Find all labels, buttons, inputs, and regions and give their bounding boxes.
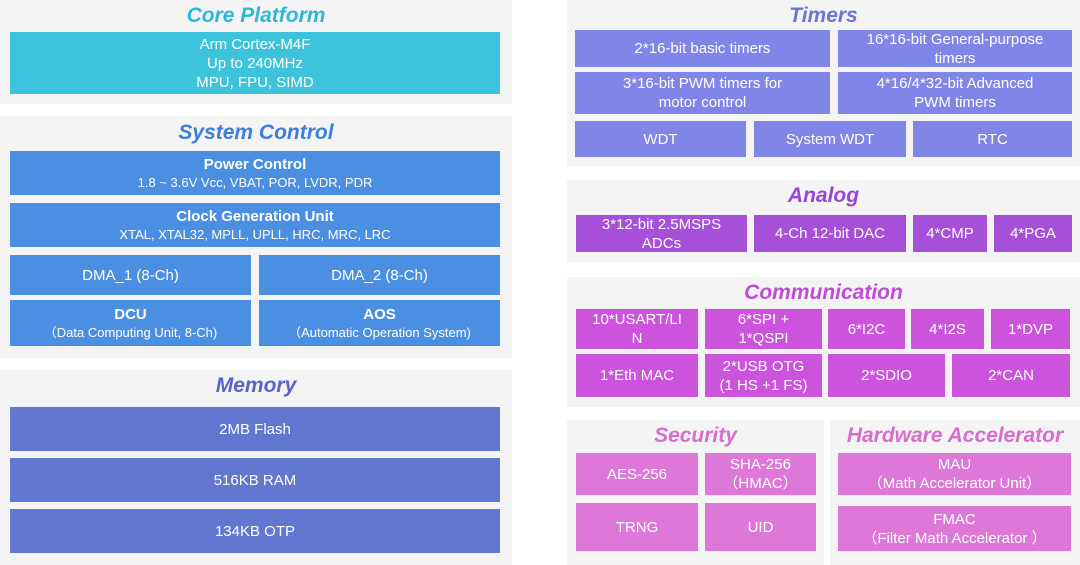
general-timers-block: 16*16-bit General-purpose timers [838, 30, 1072, 67]
mau-name: MAU [937, 456, 972, 473]
system-control-title: System Control [178, 121, 334, 144]
dcu-detail: （Data Computing Unit, 8-Ch) [43, 325, 218, 340]
fmac-block: FMAC （Filter Math Accelerator ） [838, 506, 1071, 551]
usart-block: 10*USART/LI N [576, 309, 698, 349]
rtc-block: RTC [913, 121, 1072, 157]
communication-title: Communication [744, 281, 903, 304]
pga-block: 4*PGA [994, 215, 1072, 252]
clock-generation-name: Clock Generation Unit [176, 208, 334, 225]
aes-block: AES-256 [576, 453, 698, 495]
fmac-detail: （Filter Math Accelerator ） [862, 529, 1047, 547]
security-title: Security [654, 424, 737, 447]
memory-panel: Memory 2MB Flash 516KB RAM 134KB OTP [0, 370, 512, 565]
pwm-timers-block: 3*16-bit PWM timers for motor control [575, 72, 830, 114]
hardware-accelerator-panel: Hardware Accelerator MAU （Math Accelerat… [830, 420, 1080, 565]
sha-block: SHA-256 （HMAC） [705, 453, 816, 495]
trng-block: TRNG [576, 503, 698, 551]
core-platform-title: Core Platform [186, 4, 326, 27]
aos-name: AOS [363, 306, 396, 323]
system-wdt-block: System WDT [754, 121, 906, 157]
aos-block: AOS （Automatic Operation System) [259, 300, 500, 346]
uid-block: UID [705, 503, 816, 551]
timers-panel: Timers 2*16-bit basic timers 16*16-bit G… [567, 0, 1080, 166]
communication-panel: Communication 10*USART/LI N 6*SPI + 1*QS… [567, 277, 1080, 407]
dma2-block: DMA_2 (8-Ch) [259, 255, 500, 295]
timers-title: Timers [789, 4, 858, 27]
dvp-block: 1*DVP [991, 309, 1070, 349]
system-control-panel: System Control Power Control 1.8 ~ 3.6V … [0, 116, 512, 358]
flash-block: 2MB Flash [10, 407, 500, 451]
usb-block: 2*USB OTG (1 HS +1 FS) [705, 354, 822, 397]
adc-block: 3*12-bit 2.5MSPS ADCs [576, 215, 747, 252]
dma1-block: DMA_1 (8-Ch) [10, 255, 251, 295]
sdio-block: 2*SDIO [828, 354, 945, 397]
power-control-block: Power Control 1.8 ~ 3.6V Vcc, VBAT, POR,… [10, 151, 500, 195]
aos-detail: （Automatic Operation System) [288, 325, 471, 340]
clock-generation-detail: XTAL, XTAL32, MPLL, UPLL, HRC, MRC, LRC [119, 227, 391, 242]
wdt-block: WDT [575, 121, 746, 157]
advanced-pwm-block: 4*16/4*32-bit Advanced PWM timers [838, 72, 1072, 114]
i2c-block: 6*I2C [828, 309, 905, 349]
clock-generation-block: Clock Generation Unit XTAL, XTAL32, MPLL… [10, 203, 500, 247]
dcu-block: DCU （Data Computing Unit, 8-Ch) [10, 300, 251, 346]
cmp-block: 4*CMP [913, 215, 987, 252]
cpu-block: Arm Cortex-M4F Up to 240MHz MPU, FPU, SI… [10, 32, 500, 94]
dcu-name: DCU [114, 306, 147, 323]
ram-block: 516KB RAM [10, 458, 500, 502]
mau-block: MAU （Math Accelerator Unit） [838, 453, 1071, 495]
basic-timers-block: 2*16-bit basic timers [575, 30, 830, 67]
security-panel: Security AES-256 SHA-256 （HMAC） TRNG UID [567, 420, 824, 565]
power-control-detail: 1.8 ~ 3.6V Vcc, VBAT, POR, LVDR, PDR [137, 175, 373, 190]
spi-block: 6*SPI + 1*QSPI [705, 309, 822, 349]
can-block: 2*CAN [952, 354, 1070, 397]
analog-title: Analog [787, 184, 860, 207]
fmac-name: FMAC [933, 510, 976, 528]
power-control-name: Power Control [203, 156, 307, 173]
core-platform-panel: Core Platform Arm Cortex-M4F Up to 240MH… [0, 0, 512, 104]
dac-block: 4-Ch 12-bit DAC [754, 215, 906, 252]
mau-detail: （Math Accelerator Unit） [867, 475, 1042, 492]
otp-block: 134KB OTP [10, 509, 500, 553]
memory-title: Memory [215, 374, 297, 397]
analog-panel: Analog 3*12-bit 2.5MSPS ADCs 4-Ch 12-bit… [567, 180, 1080, 262]
eth-block: 1*Eth MAC [576, 354, 698, 397]
i2s-block: 4*I2S [911, 309, 984, 349]
hardware-accelerator-title: Hardware Accelerator [846, 424, 1064, 447]
